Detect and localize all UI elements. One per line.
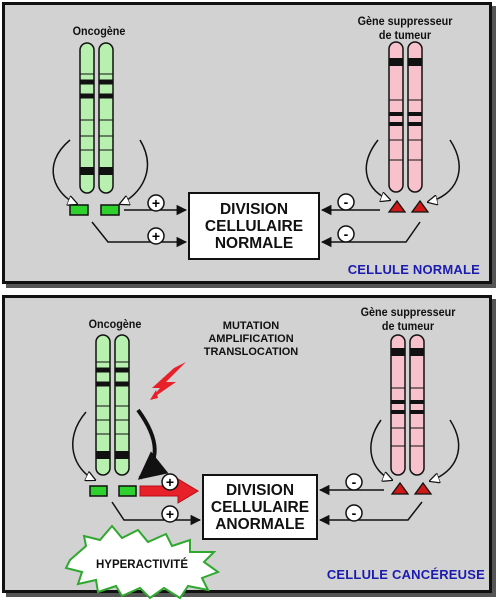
minus-sign <box>345 504 363 522</box>
suppressor-product <box>390 481 410 495</box>
mutation-label-line: TRANSLOCATION <box>203 346 299 358</box>
overexpression-arrow <box>136 408 169 480</box>
division-box-line: CELLULAIRE <box>210 498 310 516</box>
hyperactivity-label: HYPERACTIVITÉ <box>96 558 188 571</box>
plus-sign-text: + <box>166 474 174 490</box>
oncogene-chromosome-pair <box>79 42 114 194</box>
activation-arrow <box>111 501 202 526</box>
expression-arrow <box>365 139 390 200</box>
oncogene-chromosome-pair <box>95 334 130 476</box>
oncogene-label: Oncogène <box>88 317 142 331</box>
plus-sign-text: + <box>166 506 174 522</box>
oncogene-label: Oncogène <box>72 24 126 38</box>
minus-sign <box>337 193 355 211</box>
suppressor-gene-label: Gène suppresseur de tumeur <box>350 305 467 333</box>
mutation-arrow-head <box>150 390 158 400</box>
division-box-line: NORMALE <box>214 234 294 252</box>
chromatid <box>409 334 425 476</box>
suppressor-gene-label: Gène suppresseur de tumeur <box>347 14 464 42</box>
oncogene-product <box>100 204 120 216</box>
division-box: DIVISION CELLULAIRE ANORMALE <box>202 474 318 540</box>
mutation-label: MUTATION AMPLIFICATION TRANSLOCATION <box>196 320 306 359</box>
suppressor-gene-label-line: de tumeur <box>378 28 432 42</box>
minus-sign-text: - <box>352 474 357 490</box>
division-box: DIVISION CELLULAIRE NORMALE <box>188 192 320 260</box>
mutation-label-line: MUTATION <box>222 320 280 332</box>
hyperactivity-burst <box>64 524 221 600</box>
mutation-label-line: AMPLIFICATION <box>208 333 294 345</box>
chromatid <box>98 42 114 194</box>
expression-arrow <box>52 139 77 204</box>
suppressor-gene-label-line: Gène suppresseur <box>360 305 456 319</box>
minus-sign-text: - <box>344 194 349 210</box>
oncogene-product <box>118 485 137 497</box>
activation-arrow <box>91 221 188 248</box>
chromatid <box>390 334 406 476</box>
plus-sign <box>147 194 165 212</box>
oncogene-product <box>89 485 108 497</box>
minus-sign <box>337 225 355 243</box>
chromatid <box>114 334 130 476</box>
minus-sign <box>345 473 363 491</box>
plus-sign <box>161 473 179 491</box>
chromatid <box>407 41 423 193</box>
expression-arrow <box>72 411 95 480</box>
suppressor-gene-label-line: de tumeur <box>381 319 435 333</box>
minus-sign-text: - <box>344 226 349 242</box>
oncogene-product <box>69 204 89 216</box>
chromatid <box>79 42 95 194</box>
division-box-line: ANORMALE <box>215 515 305 533</box>
inhibition-arrow <box>318 501 423 526</box>
division-box-line: DIVISION <box>225 481 295 499</box>
plus-sign <box>161 505 179 523</box>
expression-arrow <box>120 139 149 204</box>
plus-sign <box>147 227 165 245</box>
suppressor-chromosome-pair <box>390 334 425 476</box>
panel-footer-label: CELLULE NORMALE <box>347 262 480 277</box>
division-box-line: DIVISION <box>219 200 289 218</box>
suppressor-product <box>413 481 433 495</box>
panel-footer-label: CELLULE CANCÉREUSE <box>326 567 485 582</box>
plus-sign-text: + <box>152 228 160 244</box>
division-box-line: CELLULAIRE <box>204 217 304 235</box>
expression-arrow <box>430 419 460 481</box>
inhibition-arrow <box>320 221 421 248</box>
minus-sign-text: - <box>352 505 357 521</box>
lightning-bolt-icon <box>150 362 186 400</box>
suppressor-product <box>410 199 430 213</box>
chromatid <box>95 334 111 476</box>
suppressor-gene-label-line: Gène suppresseur <box>357 14 453 28</box>
suppressor-product <box>387 199 407 213</box>
expression-arrow <box>370 419 392 480</box>
suppressor-chromosome-pair <box>388 41 423 193</box>
chromatid <box>388 41 404 193</box>
expression-arrow <box>428 139 460 202</box>
plus-sign-text: + <box>152 195 160 211</box>
